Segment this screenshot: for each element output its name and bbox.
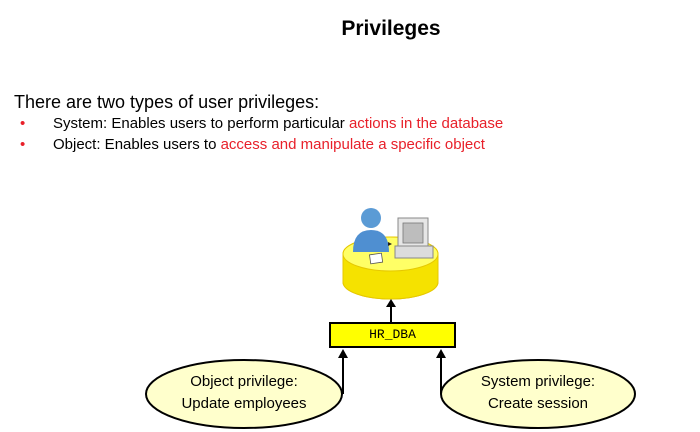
page-title: Privileges	[341, 17, 441, 40]
system-privilege-line1: System privilege:	[480, 373, 596, 390]
bullet-object-text: Object: Enables users to	[53, 136, 221, 153]
bullet-system: • System: Enables users to perform parti…	[20, 113, 503, 134]
system-privilege-line2: Create session	[487, 395, 589, 412]
system-privilege-label: System privilege: Create session	[441, 371, 635, 415]
bullet-object: • Object: Enables users to access and ma…	[20, 134, 503, 155]
bullet-marker: •	[20, 115, 26, 132]
bullet-system-text: System: Enables users to perform particu…	[53, 115, 349, 132]
arrow-head	[436, 349, 446, 358]
user-icon	[353, 208, 389, 265]
bullet-list: • System: Enables users to perform parti…	[20, 113, 503, 155]
user-box-label: HR_DBA	[369, 327, 416, 342]
bullet-object-highlight: access and manipulate a specific object	[220, 136, 485, 153]
computer-icon	[388, 217, 434, 259]
bullet-marker: •	[20, 136, 26, 153]
object-privilege-label: Object privilege: Update employees	[146, 371, 342, 415]
object-privilege-line1: Object privilege:	[190, 373, 298, 390]
intro-text: There are two types of user privileges:	[14, 92, 320, 112]
object-privilege-line2: Update employees	[181, 395, 307, 412]
arrow-head	[338, 349, 348, 358]
bullet-system-highlight: actions in the database	[348, 115, 504, 132]
user-box	[329, 322, 456, 348]
arrow-head	[386, 299, 396, 307]
